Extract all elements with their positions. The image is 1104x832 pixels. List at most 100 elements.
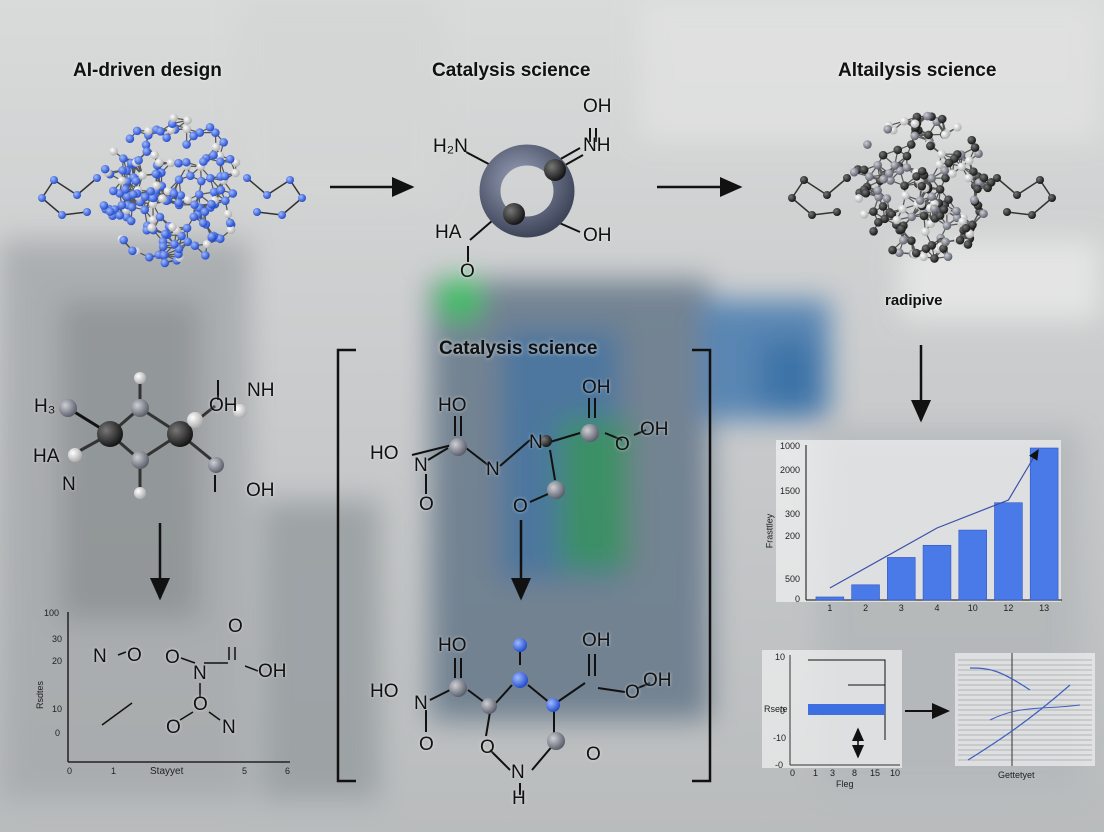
mol-b-n-b: N [511,762,525,783]
small-a-ytick-10: 10 [775,652,786,662]
blue-protein-molecule [38,113,306,268]
left-label-ha: HA [33,446,60,467]
left-label-n-oh: OH [246,480,275,501]
bar-ytick-300: 300 [785,509,801,519]
title-altailysis-science: Altailysis science [838,60,997,81]
mol-a-n-left: N [414,455,428,476]
left-graph-ytick-10: 10 [52,704,63,714]
left-graph-ytick-20: 20 [52,656,63,666]
left-graph [67,612,290,763]
left-graph-xtick-5: 5 [242,766,248,776]
left-ball-stick-molecule [59,372,247,499]
ring-label-oh-bottom: OH [583,225,612,246]
mol-a-oh-right: OH [640,419,669,440]
bar-xtick-3: 3 [899,603,904,613]
ring-label-h2n: H₂N [433,136,468,157]
bar-xtick-1: 1 [827,603,832,613]
small-chart-a-band [808,704,885,715]
small-a-xtick-8: 8 [852,768,858,778]
left-graph-label-n1: N [193,663,207,684]
mol-b-oh-top: OH [582,630,611,651]
ring-label-nh: NH [583,135,611,156]
left-label-nh: NH [247,380,275,401]
left-graph-ylabel: Rsdtes [35,680,46,710]
small-chart-b [955,653,1095,766]
small-a-xtick-10: 10 [890,768,901,778]
bar-ytick-0: 0 [795,594,801,604]
small-a-ylabel: Rsete [764,704,788,714]
bar-2 [851,584,880,601]
bar-xtick-4: 4 [934,603,939,613]
ring-label-ha: HA [435,222,462,243]
bar-ytick-1500: 1500 [780,486,801,496]
small-chart-a [762,650,902,768]
left-graph-label-oh: OH [258,661,287,682]
small-a-xtick-3: 3 [830,768,836,778]
bracket-left [336,348,356,783]
title-catalysis-science: Catalysis science [432,60,591,81]
bracket-molecule-a-atoms [449,424,599,499]
left-graph-ytick-100: 100 [44,608,60,618]
bar-ytick-1000: 1000 [780,441,801,451]
left-graph-label-o1: O [165,647,180,668]
bar-trend-line [829,448,1039,589]
left-graph-label-n2: N [222,717,236,738]
bracket-molecule-a [411,398,647,503]
mol-b-o-left: O [419,734,434,755]
small-a-ytick-0: 0 [780,706,786,716]
mol-b-o-r: O [625,682,640,703]
left-graph-label-n: N [93,646,107,667]
title-ai-driven-design: AI-driven design [73,60,222,81]
bar-xtick-12: 12 [1003,603,1013,613]
left-graph-xorigin: 0 [67,766,73,776]
mol-a-o-left: O [419,494,434,515]
small-a-ytick-neg0: -0 [775,760,784,770]
left-graph-label-o2: O [228,616,243,637]
left-graph-label-o4: O [166,717,181,738]
bar-xtick-10: 10 [968,603,978,613]
small-a-ytick-neg10: -10 [773,733,787,743]
bar-12 [994,502,1023,601]
mol-a-o-bottom: O [513,496,528,517]
left-graph-xlabel: Stayyet [150,766,184,777]
ring-label-o: O [460,261,475,282]
bracket-molecule-b-atoms [449,638,565,750]
ring-molecule [465,128,597,262]
mol-b-oh-r: OH [643,670,672,691]
bar-13 [1029,447,1059,601]
ring-label-oh-top: OH [583,96,612,117]
mol-b-h-b: H [512,788,526,809]
small-a-xtick-15: 15 [870,768,881,778]
mol-a-ho-left: HO [370,443,399,464]
bar-ylabel: Frasttley [764,513,775,549]
left-graph-xtick-1: 1 [111,766,117,776]
bar-10 [958,529,987,601]
left-label-oh: OH [209,395,238,416]
bar-xtick-2: 2 [863,603,868,613]
left-graph-label-o: O [127,645,142,666]
mol-b-n-left: N [414,693,428,714]
mol-b-ho-top: HO [438,635,467,656]
left-label-n: N [62,474,76,495]
small-b-xlabel: Gettetyet [998,770,1035,780]
bracket-molecule-b [425,648,651,795]
bar-xtick-13: 13 [1039,603,1049,613]
left-graph-label-o3: O [193,694,208,715]
small-a-xlabel: Fleg [836,779,854,789]
small-a-xtick-0: 0 [790,768,796,778]
bar-ytick-500: 500 [785,574,801,584]
left-graph-ytick-0: 0 [55,728,61,738]
left-graph-ytick-30: 30 [52,634,63,644]
mol-a-n-mid: N [486,459,500,480]
left-graph-xtick-6: 6 [285,766,291,776]
small-a-xtick-1: 1 [813,768,819,778]
mol-b-o-r2: O [586,744,601,765]
bracket-right [692,348,712,783]
bar-3 [887,557,916,601]
bar-ytick-200: 200 [785,531,801,541]
dark-protein-molecule [788,111,1056,263]
bar-ytick-2000: 2000 [780,465,801,475]
